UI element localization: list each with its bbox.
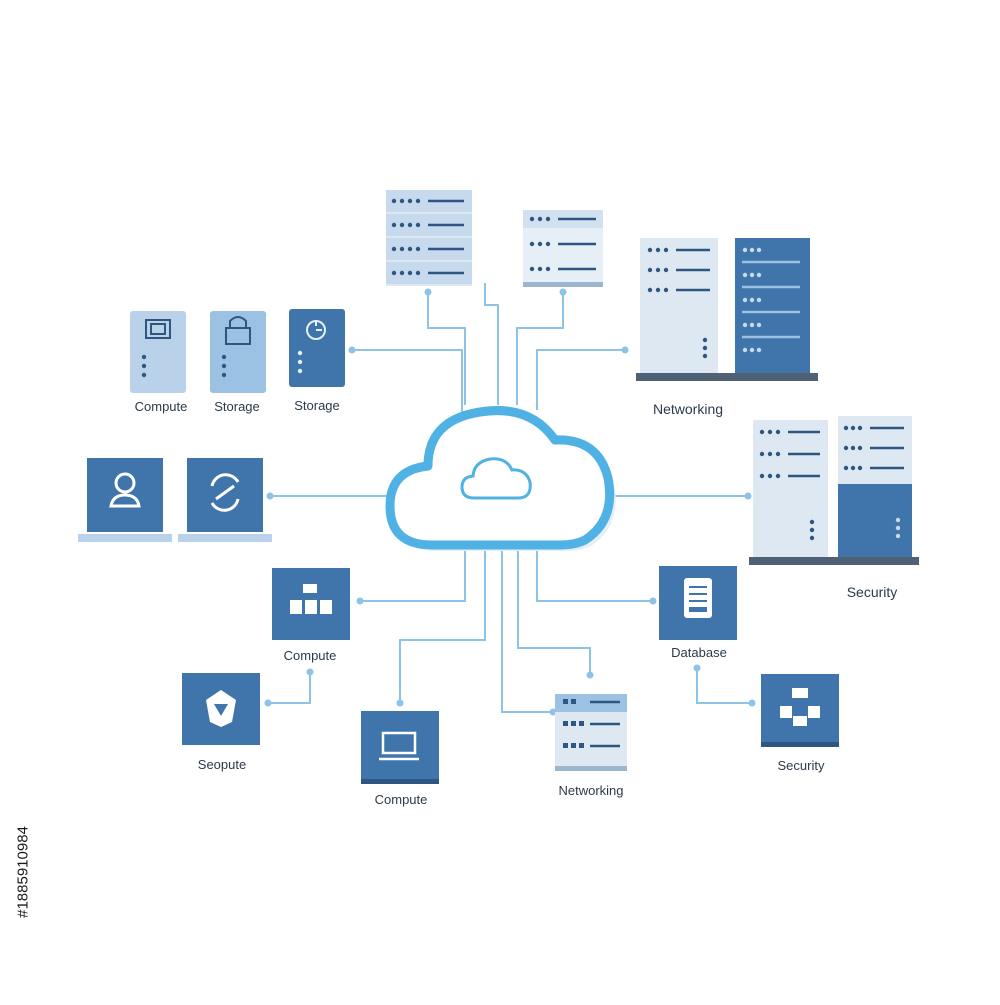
connector-networking-b	[502, 545, 553, 712]
document-icon	[684, 578, 712, 618]
laptop-left-2	[178, 458, 272, 542]
label-compute-tl: Compute	[135, 399, 188, 414]
label-compute-l: Compute	[284, 648, 337, 663]
label-storage-tl1: Storage	[214, 399, 260, 414]
label-seopute: Seopute	[198, 757, 246, 772]
label-security-br: Security	[778, 758, 825, 773]
server-stack-top-1	[386, 190, 472, 286]
connector-rack-tr	[537, 350, 625, 410]
connector-security-br	[697, 668, 752, 703]
rack-top-right	[636, 238, 818, 381]
label-compute-b: Compute	[375, 792, 428, 807]
connector-server-top-1	[428, 292, 465, 405]
connector-compute-b	[400, 545, 485, 703]
tower-storage-tl1	[210, 311, 266, 393]
server-stack-top-2	[523, 210, 603, 287]
connector-networking-b2	[518, 545, 590, 675]
connector-server-top-2	[485, 283, 498, 405]
node-compute-l	[272, 568, 350, 640]
node-compute-b	[361, 711, 439, 784]
node-seopute	[182, 673, 260, 745]
connector-database	[537, 545, 653, 601]
label-security-r: Security	[847, 584, 898, 600]
cloud-icon	[390, 411, 616, 551]
connector-compute-l	[360, 545, 465, 601]
connector-storage-tl	[352, 350, 462, 412]
label-networking-b: Networking	[558, 783, 623, 798]
connector-server-top-3	[517, 292, 563, 405]
stock-id-text: #1885910984	[15, 826, 32, 918]
connector-seopute	[268, 672, 310, 703]
node-security-br	[761, 674, 839, 747]
node-networking-b	[555, 694, 627, 771]
label-database: Database	[671, 645, 727, 660]
label-networking-tr: Networking	[653, 401, 723, 417]
tower-compute-tl	[130, 311, 186, 393]
node-database	[659, 566, 737, 640]
laptop-left-1	[78, 458, 172, 542]
tower-storage-tl2	[289, 309, 345, 387]
side-stock-id: #1885910984	[12, 752, 34, 992]
rack-right	[749, 416, 919, 565]
label-storage-tl2: Storage	[294, 398, 340, 413]
